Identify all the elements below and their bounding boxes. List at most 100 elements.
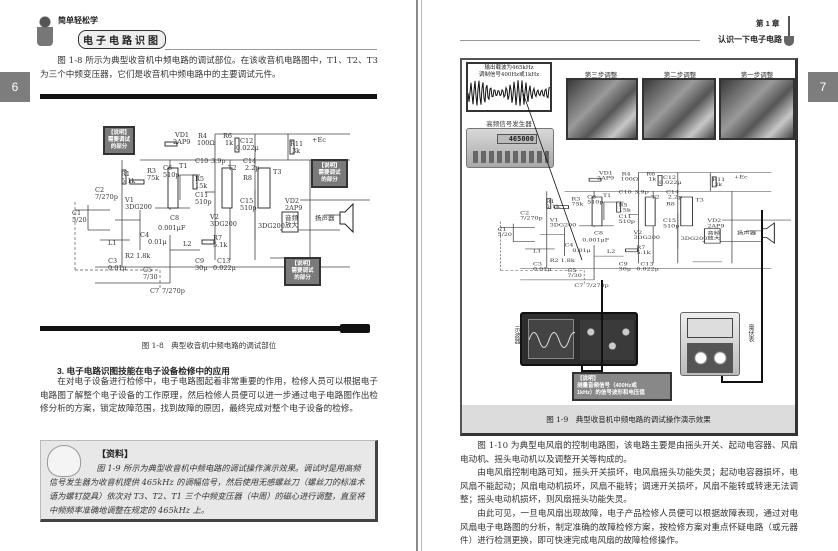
callout-measure-audio: 【说明】 测量音频信号（400Hz或 1kHz）的信号波形和电压值: [572, 372, 672, 401]
component-label: R5: [619, 203, 628, 208]
component-label: 2.2p: [668, 195, 683, 200]
callout-adjust-t3: 【说明】 需要调试 的部分: [311, 159, 348, 188]
component-label: C5: [567, 269, 576, 274]
note-mascot-icon: [47, 445, 81, 477]
cable-tab-decoration: [340, 324, 370, 333]
component-label: R3: [147, 167, 156, 175]
component-symbol: [129, 179, 145, 185]
component-label: C13: [640, 262, 654, 267]
component-label: 0.022μ: [236, 144, 259, 152]
component-label: C11: [619, 215, 632, 220]
component-symbol: [234, 137, 240, 153]
body-paragraph-3: 由此可见，一旦电风扇出现故障，电子产品检修人员便可以根据故障表现，通过对电风扇电…: [460, 509, 798, 546]
oscilloscope-screen: [528, 319, 580, 359]
waveform-label: 输出载波为465kHz 调制信号400Hz或1kHz: [478, 65, 540, 78]
section-heading: 3. 电子电路识图技能在电子设备检修中的应用: [57, 366, 230, 376]
component-label: 75k: [571, 202, 584, 207]
generator-label: 高频信号发生器: [486, 120, 532, 128]
component-label: 7/270p: [162, 287, 185, 295]
component-label: 放大: [285, 220, 299, 229]
component-label: 0.022μ: [636, 267, 659, 272]
series-title: 简单轻松学: [58, 16, 98, 25]
component-label: R5: [195, 175, 204, 183]
component-label: 音频: [707, 229, 720, 236]
component-label: R4: [198, 132, 207, 140]
speaker-icon: [339, 202, 354, 234]
component-label: R2 1.8k: [125, 252, 150, 260]
component-symbol: [201, 239, 215, 245]
probe-cables: [521, 89, 763, 383]
component-symbol: [289, 139, 295, 155]
note-title: 【资料】: [97, 449, 134, 459]
component-label: C8: [170, 214, 179, 222]
component-label: +Ec: [734, 175, 748, 180]
figure-1-8-caption: 图 1-8 典型收音机中频电路的调试部位: [141, 341, 277, 350]
component-label: 5.1k: [636, 251, 651, 256]
component-label: C6: [587, 195, 596, 200]
component-label: R8: [666, 202, 675, 207]
component-label: C14: [666, 190, 680, 195]
component-symbol: [167, 167, 179, 209]
component-label: C13: [217, 257, 230, 265]
component-label: 5/20: [72, 216, 87, 224]
component-label: 2AP9: [707, 224, 725, 229]
generator-buttons: [473, 151, 549, 163]
component-label: R11: [290, 140, 303, 148]
component-symbol: [711, 176, 717, 188]
component-symbol: [588, 177, 602, 182]
component-label: C5: [143, 266, 152, 274]
component-label: T3: [696, 198, 705, 203]
component-label: C15: [663, 219, 677, 224]
component-label: +Ec: [312, 136, 326, 144]
component-label: C12: [663, 176, 677, 181]
header-rule: [165, 49, 377, 50]
component-label: C7: [150, 287, 159, 295]
ganged-capacitor-link: [74, 200, 161, 290]
component-symbol: [121, 169, 127, 185]
page-number-tab: 7: [808, 72, 838, 102]
step1-photo: [719, 78, 795, 140]
component-symbol: [625, 248, 638, 253]
note-box: 【资料】 图 1-9 所示为典型收音机中频电路的调试操作演示效果。调试时是用高频…: [40, 440, 378, 522]
component-label: R7: [213, 234, 222, 242]
component-label: 30μ: [195, 264, 208, 272]
component-label: C1: [72, 209, 81, 217]
oscilloscope: [520, 312, 638, 366]
component-label: 100Ω: [197, 139, 215, 147]
component-label: C15: [240, 197, 253, 205]
figure-top-rule: [40, 94, 377, 99]
component-label: 510p: [195, 198, 212, 206]
component-label: L2: [183, 240, 191, 248]
oscilloscope-label: 示波器: [513, 326, 520, 344]
component-label: 0.01μ: [108, 264, 127, 272]
component-label: 5.1k: [121, 177, 135, 185]
component-label: R4: [622, 172, 631, 177]
component-label: 1k: [225, 139, 233, 147]
component-label: 3k: [292, 147, 300, 155]
step2-photo: [642, 78, 716, 140]
figure-1-9: 输出载波为465kHz 调制信号400Hz或1kHz 第三步调整 第二步调整 第…: [460, 58, 798, 436]
component-label: 0.01μ: [533, 267, 552, 272]
component-label: 0.001μF: [158, 224, 186, 232]
component-label: 音频: [285, 213, 299, 222]
component-label: 7/270p: [95, 193, 118, 201]
component-symbol: [281, 211, 299, 233]
component-label: 1k: [648, 177, 657, 182]
component-symbol: [657, 175, 663, 186]
figure-1-9-caption: 图 1-9 典型收音机中频电路的调试操作演示效果: [462, 405, 795, 433]
header-rule: [460, 40, 700, 41]
component-label: C2: [95, 186, 104, 194]
component-label: 放大: [707, 235, 720, 242]
callout-adjust-t2: 【说明】 需要调试 的部分: [284, 257, 321, 286]
component-symbol: [703, 228, 721, 244]
meter-dial: [687, 318, 733, 338]
component-label: 510p: [663, 224, 680, 229]
component-label: 75k: [147, 174, 159, 182]
component-label: C10: [195, 157, 208, 165]
component-label: 2.2p: [245, 164, 260, 172]
component-label: 3DG200: [210, 220, 237, 228]
step3-photo: [566, 78, 638, 140]
chapter-title: 认识一下电子电路: [718, 35, 782, 44]
component-label: V1: [124, 196, 134, 204]
component-label: 0.022μ: [659, 181, 682, 186]
